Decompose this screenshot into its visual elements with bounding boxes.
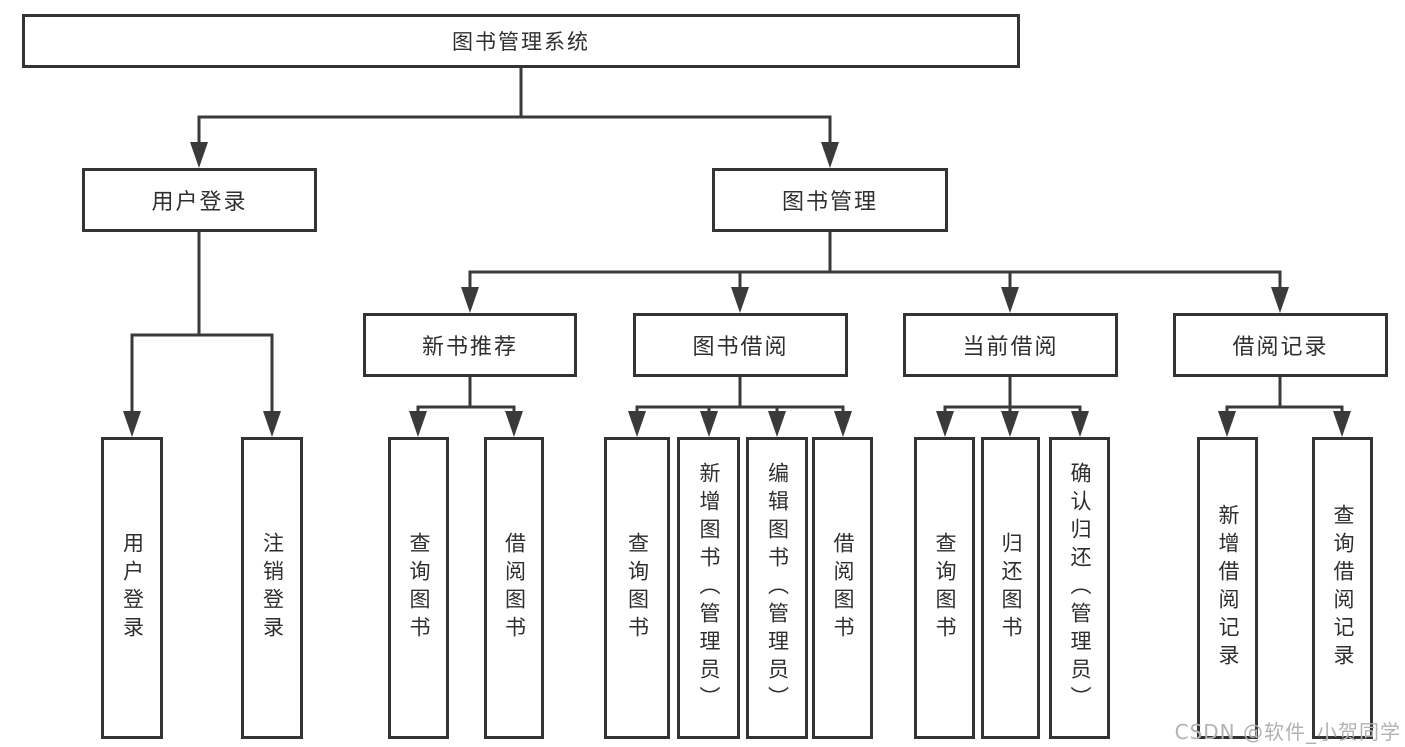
leaf-cb-confirm-return: 确认归还（管理员） — [1049, 437, 1110, 739]
node-book-borrow: 图书借阅 — [633, 313, 848, 377]
leaf-bb-borrow-books-label: 借阅图书 — [831, 532, 855, 644]
leaf-bb-query-books-label: 查询图书 — [625, 532, 650, 644]
node-root: 图书管理系统 — [22, 14, 1020, 68]
leaf-br-add-record: 新增借阅记录 — [1197, 437, 1258, 739]
connector-borrow-records-to-leaves — [1218, 375, 1351, 437]
connector-current-borrow-to-leaves — [936, 375, 1089, 437]
leaf-bb-add-books-label: 新增图书（管理员） — [697, 462, 721, 714]
leaf-br-query-record-label: 查询借阅记录 — [1331, 504, 1355, 672]
node-book-management: 图书管理 — [712, 168, 948, 232]
connector-new-book-recommend-to-leaves — [409, 375, 523, 437]
leaf-nbr-borrow-books-label: 借阅图书 — [502, 532, 527, 644]
connector-user-login-to-leaves — [123, 230, 281, 437]
leaf-nbr-borrow-books: 借阅图书 — [484, 437, 544, 739]
node-user-login: 用户登录 — [82, 168, 317, 232]
leaf-cb-return-books: 归还图书 — [981, 437, 1040, 739]
watermark: CSDN @软件_小贺同学 — [1174, 720, 1401, 744]
leaf-user-login-label: 用户登录 — [120, 532, 145, 644]
leaf-nbr-query-books-label: 查询图书 — [407, 532, 431, 644]
connector-book-borrow-to-leaves — [628, 375, 852, 437]
node-borrow-records: 借阅记录 — [1173, 313, 1388, 377]
leaf-bb-edit-books: 编辑图书（管理员） — [746, 437, 808, 739]
leaf-bb-edit-books-label: 编辑图书（管理员） — [765, 462, 790, 714]
leaf-bb-borrow-books: 借阅图书 — [812, 437, 873, 739]
leaf-cb-query-books-label: 查询图书 — [933, 532, 957, 644]
node-new-book-recommend: 新书推荐 — [363, 313, 577, 377]
node-current-borrow: 当前借阅 — [903, 313, 1118, 377]
leaf-cb-query-books: 查询图书 — [914, 437, 975, 739]
connector-book-management-to-level3 — [461, 230, 1289, 313]
leaf-bb-add-books: 新增图书（管理员） — [677, 437, 740, 739]
leaf-br-query-record: 查询借阅记录 — [1312, 437, 1373, 739]
leaf-cb-return-books-label: 归还图书 — [999, 532, 1023, 644]
leaf-logout-label: 注销登录 — [260, 532, 285, 644]
leaf-bb-query-books: 查询图书 — [604, 437, 670, 739]
connector-root-to-level2 — [190, 66, 839, 168]
leaf-cb-confirm-return-label: 确认归还（管理员） — [1068, 462, 1092, 714]
leaf-nbr-query-books: 查询图书 — [388, 437, 449, 739]
leaf-logout: 注销登录 — [241, 437, 303, 739]
leaf-user-login: 用户登录 — [101, 437, 163, 739]
leaf-br-add-record-label: 新增借阅记录 — [1216, 504, 1240, 672]
